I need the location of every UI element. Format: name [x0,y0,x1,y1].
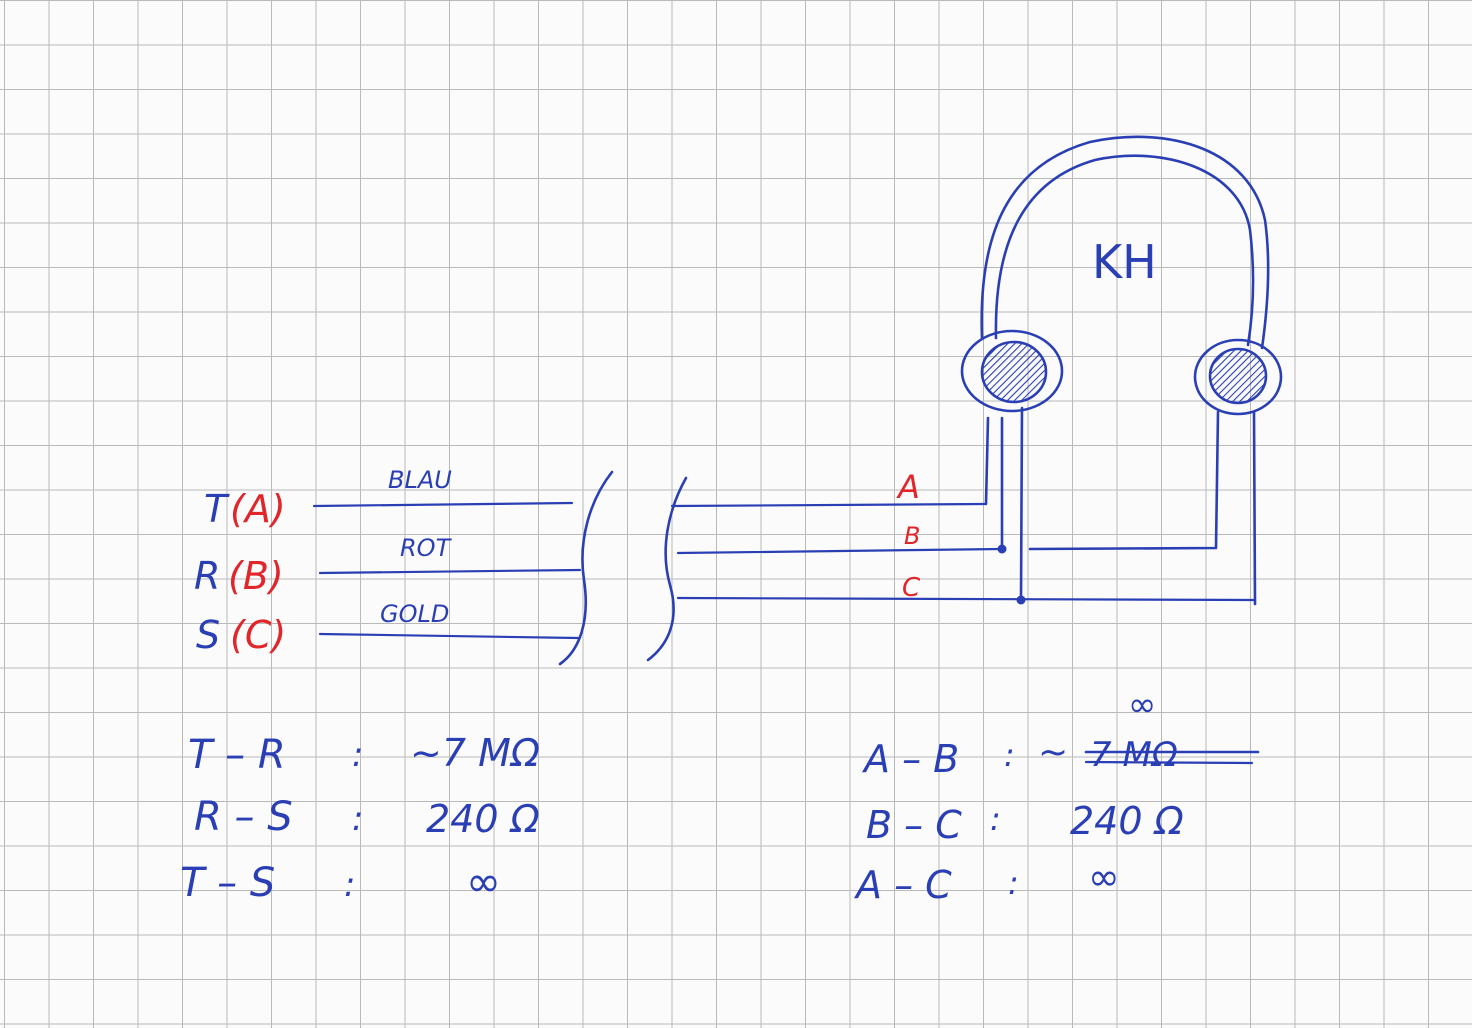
plug-pin-labels: T (A) R (B) S (C) [194,487,286,657]
meas-left-3-sep: : [344,865,355,905]
cable-label-c: C [902,573,921,603]
meas-left-2-pair: R – S [194,794,293,840]
wire-label-rot: ROT [400,534,453,562]
cable-label-a: A [896,468,920,506]
headphone-label: KH [1092,235,1157,289]
pin-s-alias: (C) [230,613,286,657]
plug-wires [312,470,688,666]
meas-right-2-sep: : [990,800,1001,838]
meas-right-2-pair: B – C [866,803,962,847]
meas-right-1-sep: : [1004,736,1015,774]
right-earcup-leads [1028,410,1257,606]
meas-left-3-pair: T – S [180,860,275,906]
headphone-drawing: KH [960,135,1283,416]
headband-inner [994,154,1255,347]
cable-label-b: B [904,522,920,550]
meas-left-3-value: ∞ [466,857,501,906]
junction-b [997,544,1007,554]
meas-right-1-pair: A – B [861,737,959,781]
cable-break-left [558,470,614,666]
meas-right-3-value: ∞ [1088,855,1120,899]
pin-r-name: R [194,554,220,598]
meas-right-3-pair: A – C [853,863,952,907]
meas-left-2-sep: : [352,799,363,839]
meas-left-1-value: ~7 MΩ [410,731,540,775]
measurements-right: ∞ A – B : ~ 7 MΩ B – C : 240 Ω A – C : ∞ [853,685,1260,907]
meas-right-3-sep: : [1008,864,1019,902]
right-earcup-outer [1193,338,1283,416]
left-earcup-driver [980,340,1048,404]
wire-label-gold: GOLD [380,600,449,628]
meas-right-1-correction: ∞ [1128,685,1156,725]
meas-left-1-sep: : [352,735,363,775]
meas-left-1-pair: T – R [188,732,286,778]
wire-color-labels: BLAU ROT GOLD [380,466,453,628]
meas-right-1-value: 7 MΩ [1090,735,1178,775]
meas-right-1-prefix: ~ [1038,732,1068,773]
pin-t-alias: (A) [230,487,286,531]
junction-c [1016,595,1026,605]
wire-label-blau: BLAU [388,466,452,494]
headband-outer [980,135,1270,350]
right-earcup-driver [1208,347,1268,405]
pin-s-name: S [196,613,220,657]
meas-right-1-strikethrough-2 [1084,760,1254,765]
cable-labels: A B C [896,468,921,603]
left-earcup-leads [984,406,1024,602]
left-earcup-outer [960,329,1064,413]
pin-t-name: T [204,487,230,531]
meas-left-2-value: 240 Ω [426,797,540,841]
cable-break-right [646,476,688,662]
cable-wires [670,502,1257,605]
pin-r-alias: (B) [228,554,284,598]
meas-right-2-value: 240 Ω [1070,799,1184,843]
measurements-left: T – R : ~7 MΩ R – S : 240 Ω T – S : ∞ [180,731,540,906]
